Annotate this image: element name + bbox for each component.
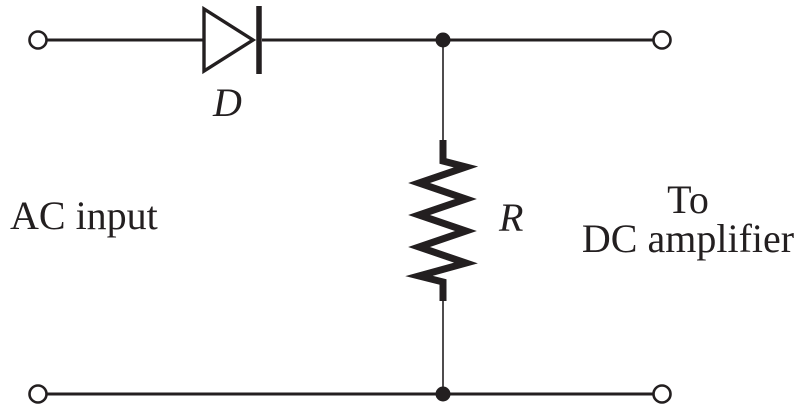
output-label-line2: DC amplifier	[581, 216, 795, 261]
terminal-input-bottom	[28, 384, 48, 404]
diode-label: D	[213, 80, 242, 125]
resistor-icon	[405, 140, 479, 301]
junction-dot-top	[435, 32, 451, 48]
output-label: To DC amplifier	[568, 177, 808, 261]
junction-dot-bottom	[435, 386, 451, 402]
terminal-output-bottom	[652, 384, 672, 404]
diode-icon	[202, 5, 257, 75]
terminal-input-top	[28, 30, 48, 50]
terminal-output-top	[652, 30, 672, 50]
ac-input-label: AC input	[10, 193, 158, 238]
output-label-line1: To	[667, 177, 709, 222]
resistor-label: R	[499, 195, 524, 240]
